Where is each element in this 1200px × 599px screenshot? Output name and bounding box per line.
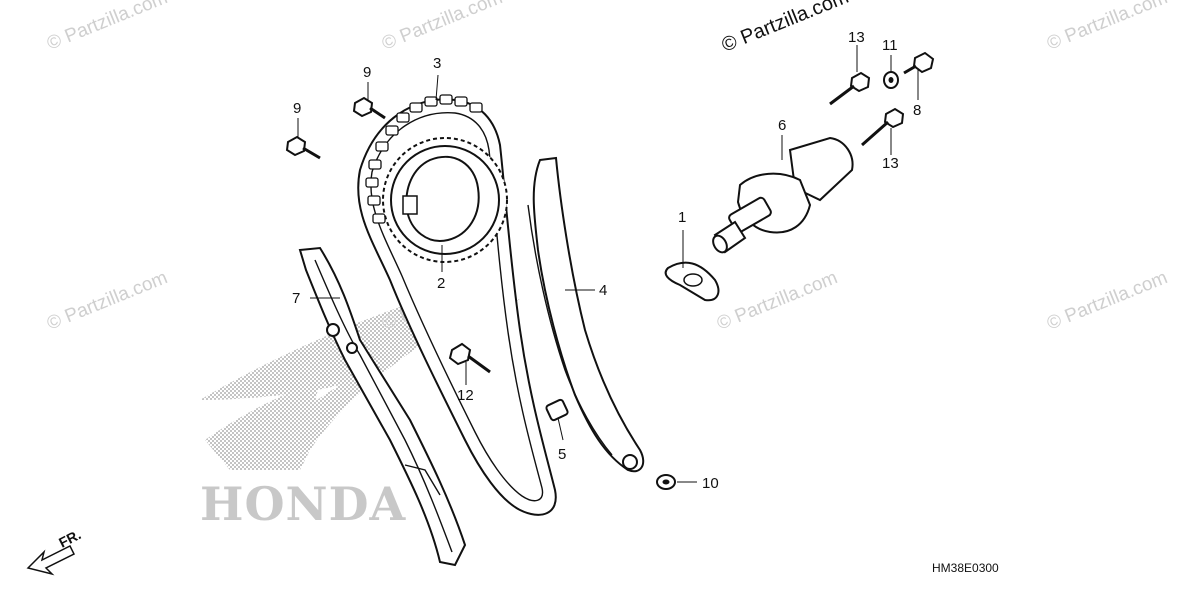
callout-label: 12 bbox=[457, 387, 474, 404]
watermark-prominent: © Partzilla.com bbox=[719, 0, 852, 57]
honda-wordmark: HONDA bbox=[200, 477, 406, 531]
callout-label: 2 bbox=[437, 275, 445, 292]
part-2-cam-sprocket bbox=[382, 137, 508, 263]
callout-label: 8 bbox=[913, 102, 921, 119]
watermark-text: © Partzilla.com bbox=[714, 267, 841, 334]
front-direction-marker: FR. bbox=[26, 526, 83, 576]
diagram-code: HM38E0300 bbox=[932, 561, 999, 575]
part-10-washer bbox=[656, 474, 676, 490]
callout-label: 1 bbox=[678, 209, 686, 226]
leader-lines bbox=[297, 45, 919, 483]
part-5-dowel-pin bbox=[545, 398, 569, 422]
part-11-washer bbox=[883, 71, 899, 89]
chain-links bbox=[365, 94, 483, 224]
front-marker-label: FR. bbox=[56, 526, 83, 550]
part-1-gasket bbox=[664, 261, 720, 302]
callout-label: 9 bbox=[363, 64, 371, 81]
part-8-bolt bbox=[903, 51, 935, 75]
callout-label: 11 bbox=[882, 37, 898, 54]
part-9-bolt-upper bbox=[352, 96, 386, 120]
callout-label: 13 bbox=[882, 155, 899, 172]
callouts: 1 2 3 4 5 6 7 8 9 9 10 11 12 13 13 bbox=[292, 29, 921, 492]
callout-label: 3 bbox=[433, 55, 441, 72]
part-9-bolt-lower bbox=[285, 135, 321, 160]
watermark-text: © Partzilla.com bbox=[379, 0, 506, 55]
callout-label: 6 bbox=[778, 117, 786, 134]
part-12-bolt bbox=[448, 342, 491, 374]
callout-label: 7 bbox=[292, 290, 300, 307]
callout-label: 10 bbox=[702, 475, 719, 492]
watermark-text: © Partzilla.com bbox=[1044, 0, 1171, 55]
callout-label: 5 bbox=[558, 446, 566, 463]
watermark-text: © Partzilla.com bbox=[44, 0, 171, 55]
callout-label: 13 bbox=[848, 29, 865, 46]
callout-label: 9 bbox=[293, 100, 301, 117]
watermark-text: © Partzilla.com bbox=[44, 267, 171, 334]
watermark-text: © Partzilla.com bbox=[1044, 267, 1171, 334]
part-4-cam-chain-guide bbox=[527, 156, 645, 473]
part-13-bolt-lower bbox=[861, 107, 905, 147]
front-arrow-icon bbox=[26, 544, 76, 576]
part-7-tensioner-slider bbox=[298, 246, 467, 567]
part-6-tensioner-lifter bbox=[712, 136, 854, 254]
part-13-bolt-upper bbox=[829, 71, 871, 106]
callout-label: 4 bbox=[599, 282, 607, 299]
